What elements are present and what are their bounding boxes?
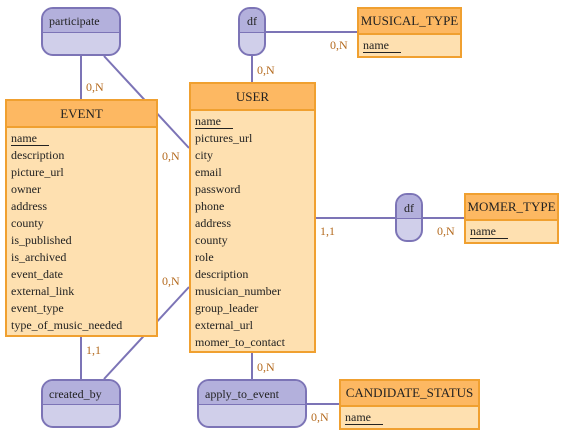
association-created-by[interactable]: created_by [41,379,121,428]
cardinality-participate-user: 0,N [162,149,180,163]
entity-event-attribute: is_published [11,233,72,247]
entity-event-attribute: event_type [11,301,64,315]
association-apply-to-event[interactable]: apply_to_event [197,379,307,428]
entity-user-attribute: city [195,148,213,162]
entity-event-title: EVENT [7,101,156,128]
entity-musical-type[interactable]: MUSICAL_TYPE name [357,7,462,58]
entity-user-attribute: password [195,182,241,196]
entity-musical-type-attributes: name [359,35,460,54]
entity-event-attribute: description [11,148,65,162]
entity-event-attribute: address [11,199,47,213]
association-created-by-label: created_by [49,387,102,401]
association-df-right-label: df [404,201,414,215]
association-participate-label: participate [49,14,100,28]
entity-momer-type-attributes: name [466,221,557,240]
entity-event-attribute: type_of_music_needed [11,318,123,332]
entity-user-attribute: county [195,233,228,247]
entity-user-attribute: pictures_url [195,131,253,145]
entity-candidate-status-key: name [345,409,478,426]
cardinality-participate-event: 0,N [86,80,104,94]
entity-user-attribute: external_url [195,318,253,332]
entity-user-title: USER [191,84,314,111]
entity-user-key: name [195,113,314,130]
entity-musical-type-key: name [363,37,460,54]
entity-event-attribute: is_archived [11,250,67,264]
entity-event-attribute: county [11,216,44,230]
entity-event-attribute: event_date [11,267,63,281]
entity-event-attribute: owner [11,182,41,196]
association-apply-to-event-label: apply_to_event [205,387,279,401]
entity-candidate-status-title: CANDIDATE_STATUS [341,381,478,407]
association-df-top-label: df [247,14,257,28]
entity-musical-type-title: MUSICAL_TYPE [359,9,460,35]
association-df-right[interactable]: df [395,193,423,242]
cardinality-df-top-musical-type: 0,N [330,38,348,52]
cardinality-apply-user: 0,N [257,360,275,374]
entity-momer-type[interactable]: MOMER_TYPE name [464,193,559,244]
entity-event-key: name [11,130,156,147]
entity-user-attribute: group_leader [195,301,259,315]
cardinality-apply-candidate-status: 0,N [311,410,329,424]
entity-user-attribute: musician_number [195,284,281,298]
entity-candidate-status[interactable]: CANDIDATE_STATUS name [339,379,480,430]
entity-momer-type-title: MOMER_TYPE [466,195,557,221]
entity-user-attribute: role [195,250,214,264]
cardinality-created-by-event: 1,1 [86,343,101,357]
entity-user-attribute: address [195,216,231,230]
entity-user-attribute: email [195,165,222,179]
entity-candidate-status-attributes: name [341,407,478,426]
entity-momer-type-key: name [470,223,557,240]
entity-event-attribute: picture_url [11,165,64,179]
cardinality-df-right-momer-type: 0,N [437,224,455,238]
association-df-top[interactable]: df [238,7,266,56]
cardinality-created-by-user: 0,N [162,274,180,288]
cardinality-df-right-user: 1,1 [320,224,335,238]
entity-event-attribute: external_link [11,284,75,298]
entity-user-attribute: description [195,267,249,281]
entity-user-attribute: momer_to_contact [195,335,285,349]
cardinality-df-top-user: 0,N [257,63,275,77]
association-participate[interactable]: participate [41,7,121,56]
entity-user-attribute: phone [195,199,225,213]
